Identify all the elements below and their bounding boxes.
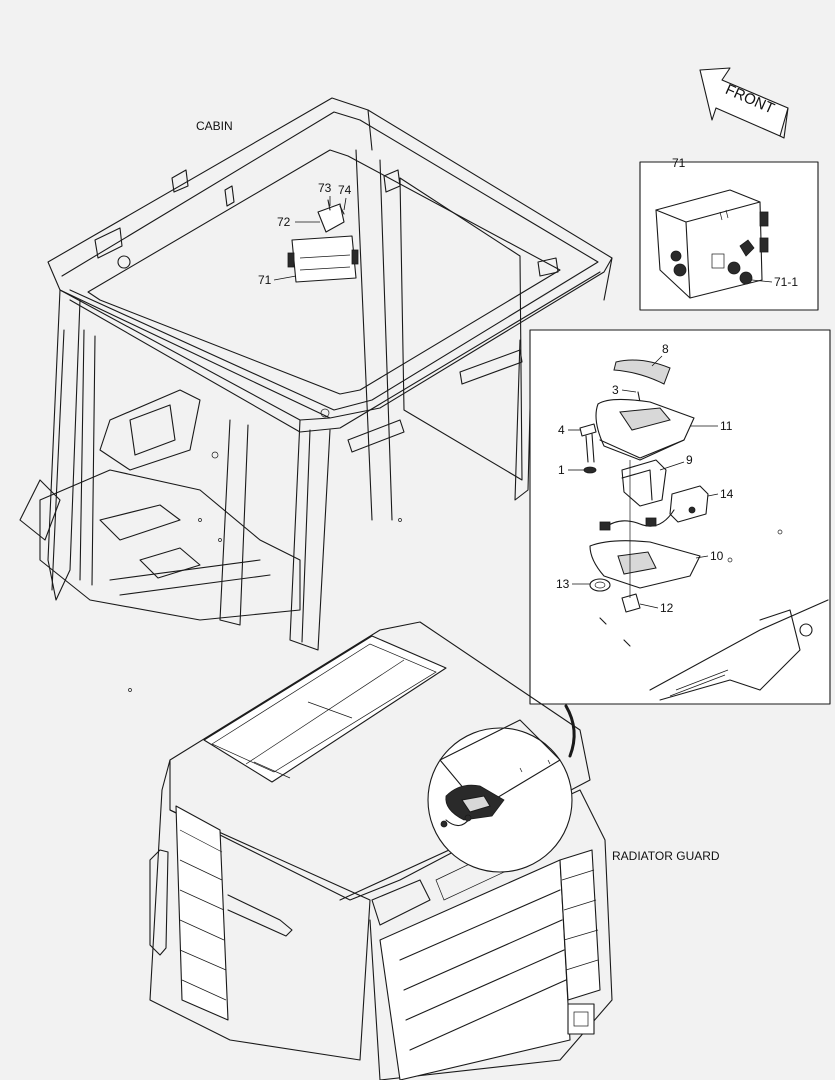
diagram-labels: CABIN FRONT RADIATOR GUARD 73 74 72 71 7… [196, 81, 798, 863]
cabin-frame [19, 97, 613, 692]
callout-9: 9 [686, 453, 693, 467]
callout-71-1: 71-1 [774, 275, 798, 289]
inset-callout-curve [564, 704, 576, 758]
inset-71-title: 71 [672, 156, 686, 170]
label-radiator-guard: RADIATOR GUARD [612, 849, 720, 863]
callout-71: 71 [258, 273, 272, 287]
callout-72: 72 [277, 215, 291, 229]
callout-13: 13 [556, 577, 570, 591]
label-cabin: CABIN [196, 119, 233, 133]
callout-12: 12 [660, 601, 674, 615]
callout-73: 73 [318, 181, 332, 195]
callout-11: 11 [720, 419, 733, 433]
inset-box-lamp-assembly [529, 329, 831, 705]
inset-box-71 [639, 161, 819, 311]
callout-10: 10 [710, 549, 724, 563]
callout-74: 74 [338, 183, 352, 197]
cabin-room-lamp [287, 199, 359, 283]
callout-4: 4 [558, 423, 565, 437]
front-arrow [699, 67, 789, 139]
callout-14: 14 [720, 487, 734, 501]
callout-3: 3 [612, 383, 619, 397]
engine-hood-radiator-guard [149, 621, 613, 1080]
callout-8: 8 [662, 342, 669, 356]
callout-1: 1 [558, 463, 565, 477]
